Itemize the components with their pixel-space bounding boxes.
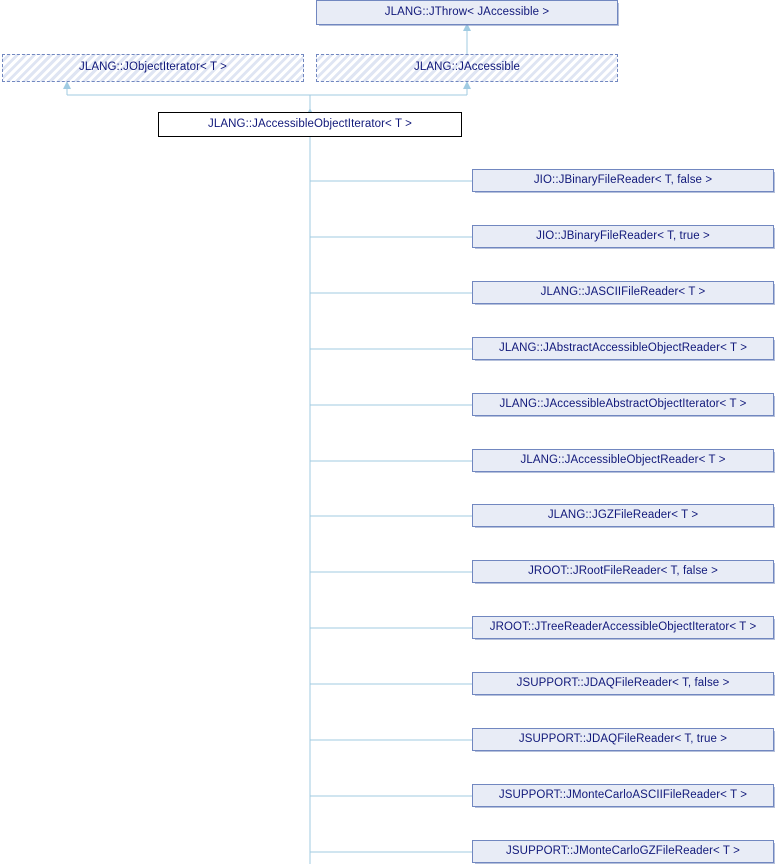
node-label: JLANG::JASCIIFileReader< T >: [540, 285, 706, 298]
node-jrootfilereader-false[interactable]: JROOT::JRootFileReader< T, false >: [472, 560, 774, 583]
node-label: JLANG::JAccessibleAbstractObjectIterator…: [499, 397, 747, 410]
node-jmontecarlogzfilereader[interactable]: JSUPPORT::JMonteCarloGZFileReader< T >: [472, 840, 774, 863]
node-jdaqfilereader-false[interactable]: JSUPPORT::JDAQFileReader< T, false >: [472, 672, 774, 695]
node-label: JROOT::JTreeReaderAccessibleObjectIterat…: [489, 620, 757, 633]
node-label: JSUPPORT::JMonteCarloGZFileReader< T >: [506, 844, 740, 857]
node-label: JSUPPORT::JDAQFileReader< T, false >: [516, 676, 730, 689]
node-jaccessibleabstractobjectiterator[interactable]: JLANG::JAccessibleAbstractObjectIterator…: [472, 393, 774, 416]
node-jdaqfilereader-true[interactable]: JSUPPORT::JDAQFileReader< T, true >: [472, 728, 774, 751]
node-label: JROOT::JRootFileReader< T, false >: [528, 564, 718, 577]
node-label: JSUPPORT::JMonteCarloASCIIFileReader< T …: [498, 788, 748, 801]
node-jobjectiterator[interactable]: JLANG::JObjectIterator< T >: [2, 54, 304, 82]
node-label: JLANG::JGZFileReader< T >: [547, 508, 699, 521]
node-label: JLANG::JAccessibleObjectReader< T >: [520, 453, 726, 466]
node-jabstractaccessibleobjectreader[interactable]: JLANG::JAbstractAccessibleObjectReader< …: [472, 337, 774, 360]
node-label: JLANG::JThrow< JAccessible >: [384, 5, 550, 18]
node-jaccessible[interactable]: JLANG::JAccessible: [316, 54, 618, 82]
node-label: JLANG::JAbstractAccessibleObjectReader< …: [498, 341, 748, 354]
node-label: JLANG::JAccessibleObjectIterator< T >: [208, 117, 412, 130]
node-jasciifilereader[interactable]: JLANG::JASCIIFileReader< T >: [472, 281, 774, 304]
node-label: JLANG::JObjectIterator< T >: [78, 61, 227, 74]
node-jthrow[interactable]: JLANG::JThrow< JAccessible >: [316, 0, 618, 25]
node-jbinaryfilereader-true[interactable]: JIO::JBinaryFileReader< T, true >: [472, 225, 774, 248]
node-jaccessibleobjectiterator[interactable]: JLANG::JAccessibleObjectIterator< T >: [158, 112, 462, 137]
node-label: JLANG::JAccessible: [414, 61, 520, 74]
arrowhead-jobjectiterator: [63, 81, 71, 89]
arrowhead-jthrow: [463, 23, 471, 31]
node-jtreereaderaccessibleobjectiterator[interactable]: JROOT::JTreeReaderAccessibleObjectIterat…: [472, 616, 774, 639]
node-jaccessibleobjectreader[interactable]: JLANG::JAccessibleObjectReader< T >: [472, 449, 774, 472]
node-label: JIO::JBinaryFileReader< T, true >: [536, 229, 710, 242]
node-label: JIO::JBinaryFileReader< T, false >: [533, 173, 713, 186]
node-jmontecarloasciifilereader[interactable]: JSUPPORT::JMonteCarloASCIIFileReader< T …: [472, 784, 774, 807]
arrowhead-jaccessible: [463, 81, 471, 89]
node-jgzfilereader[interactable]: JLANG::JGZFileReader< T >: [472, 504, 774, 527]
node-jbinaryfilereader-false[interactable]: JIO::JBinaryFileReader< T, false >: [472, 169, 774, 192]
node-label: JSUPPORT::JDAQFileReader< T, true >: [518, 732, 728, 745]
